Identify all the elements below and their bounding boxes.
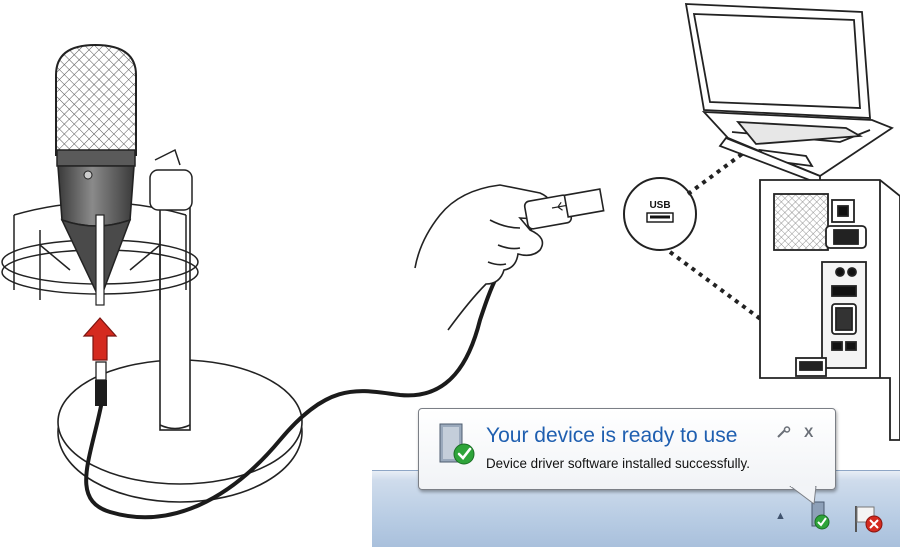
desktop-tower-icon <box>759 179 900 441</box>
microphone-icon <box>55 43 137 306</box>
action-center-flag-icon[interactable] <box>848 500 888 536</box>
connect-arrow-icon <box>82 317 118 361</box>
device-ready-notification[interactable] <box>418 408 836 490</box>
connector-to-desktop <box>668 250 834 374</box>
mic-stand <box>57 199 303 503</box>
connector-to-laptop <box>686 152 744 196</box>
notification-message: Device driver software installed success… <box>486 456 750 471</box>
hand-with-usb-plug <box>414 184 605 331</box>
usb-badge-label: USB <box>649 200 670 211</box>
usb-plug-icon <box>551 201 566 211</box>
wrench-icon[interactable] <box>775 426 793 440</box>
notification-tail <box>789 486 817 505</box>
usb-port-icon: USB <box>623 177 697 251</box>
notification-title: Your device is ready to use <box>486 424 738 447</box>
usb-cable <box>84 228 532 520</box>
device-installed-icon <box>439 423 475 465</box>
close-icon[interactable]: X <box>804 424 814 440</box>
laptop-icon <box>684 3 894 186</box>
tray-arrow-icon[interactable]: ▲ <box>775 510 786 522</box>
tray-device-icon[interactable] <box>808 500 830 530</box>
cable-plug <box>95 361 107 406</box>
